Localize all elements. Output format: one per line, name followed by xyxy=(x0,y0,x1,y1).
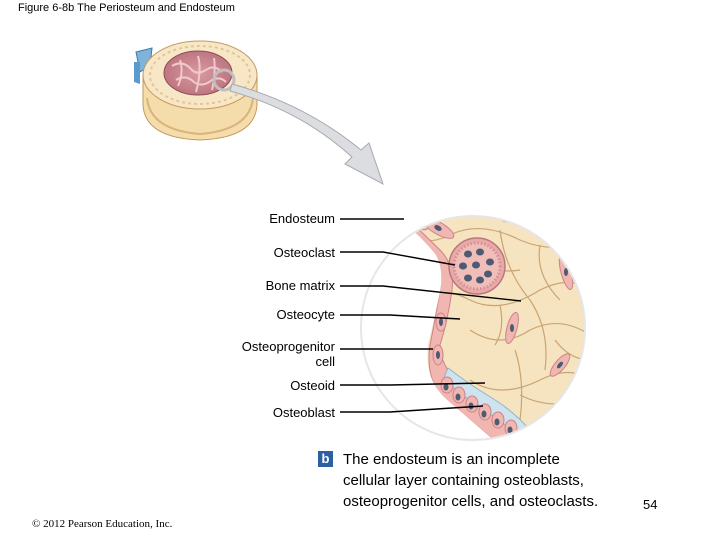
copyright-notice: © 2012 Pearson Education, Inc. xyxy=(32,518,173,530)
page-number: 54 xyxy=(643,497,658,512)
figure-title: Figure 6-8b The Periosteum and Endosteum xyxy=(18,2,235,14)
bone-cross-section xyxy=(134,40,258,141)
label-osteoclast: Osteoclast xyxy=(273,245,335,260)
magnified-endosteum-view xyxy=(360,215,586,441)
label-osteocyte: Osteocyte xyxy=(276,307,335,322)
zoom-arrow xyxy=(229,83,384,186)
label-osteoprogenitor-line1: Osteoprogenitor xyxy=(241,339,335,354)
label-osteoid: Osteoid xyxy=(290,378,335,393)
leader-bone-matrix xyxy=(340,285,522,302)
label-osteoprogenitor-line2: cell xyxy=(315,354,335,369)
leader-osteoblast xyxy=(340,405,484,413)
part-b-badge: b xyxy=(318,451,333,467)
leader-lines xyxy=(340,218,522,413)
leader-osteocyte xyxy=(340,314,461,320)
figure-caption: The endosteum is an incomplete cellular … xyxy=(343,451,599,510)
label-bone-matrix: Bone matrix xyxy=(265,278,335,293)
label-osteoblast: Osteoblast xyxy=(272,405,335,420)
label-osteoprogenitor-cell: Osteoprogenitor cell xyxy=(200,339,335,369)
leader-osteoid xyxy=(340,382,486,386)
label-endosteum: Endosteum xyxy=(269,211,335,226)
leader-osteoclast xyxy=(340,251,456,266)
